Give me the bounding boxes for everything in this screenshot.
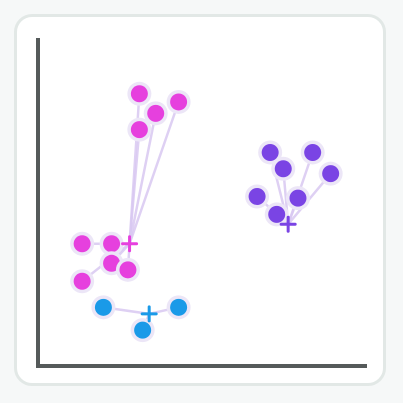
centroid-link	[128, 128, 141, 245]
data-point	[134, 321, 152, 339]
data-point	[103, 254, 121, 272]
data-point	[268, 205, 286, 223]
centroid-link	[128, 112, 157, 245]
data-point	[170, 93, 188, 111]
data-point	[261, 143, 279, 161]
data-point	[274, 160, 292, 178]
data-point	[289, 189, 307, 207]
centroid-links	[80, 92, 332, 332]
data-point	[147, 104, 165, 122]
axes	[36, 38, 367, 368]
data-point	[119, 261, 137, 279]
centroid-link	[128, 100, 180, 245]
data-point	[322, 165, 340, 183]
chart-card	[14, 14, 386, 386]
data-point	[73, 272, 91, 290]
data-point	[170, 298, 188, 316]
data-point	[94, 298, 112, 316]
data-point	[304, 143, 322, 161]
data-point	[130, 121, 148, 139]
data-point	[73, 235, 91, 253]
centroid-markers	[121, 215, 297, 323]
data-points	[70, 81, 343, 343]
data-point	[103, 235, 121, 253]
data-point	[130, 85, 148, 103]
data-point	[248, 187, 266, 205]
